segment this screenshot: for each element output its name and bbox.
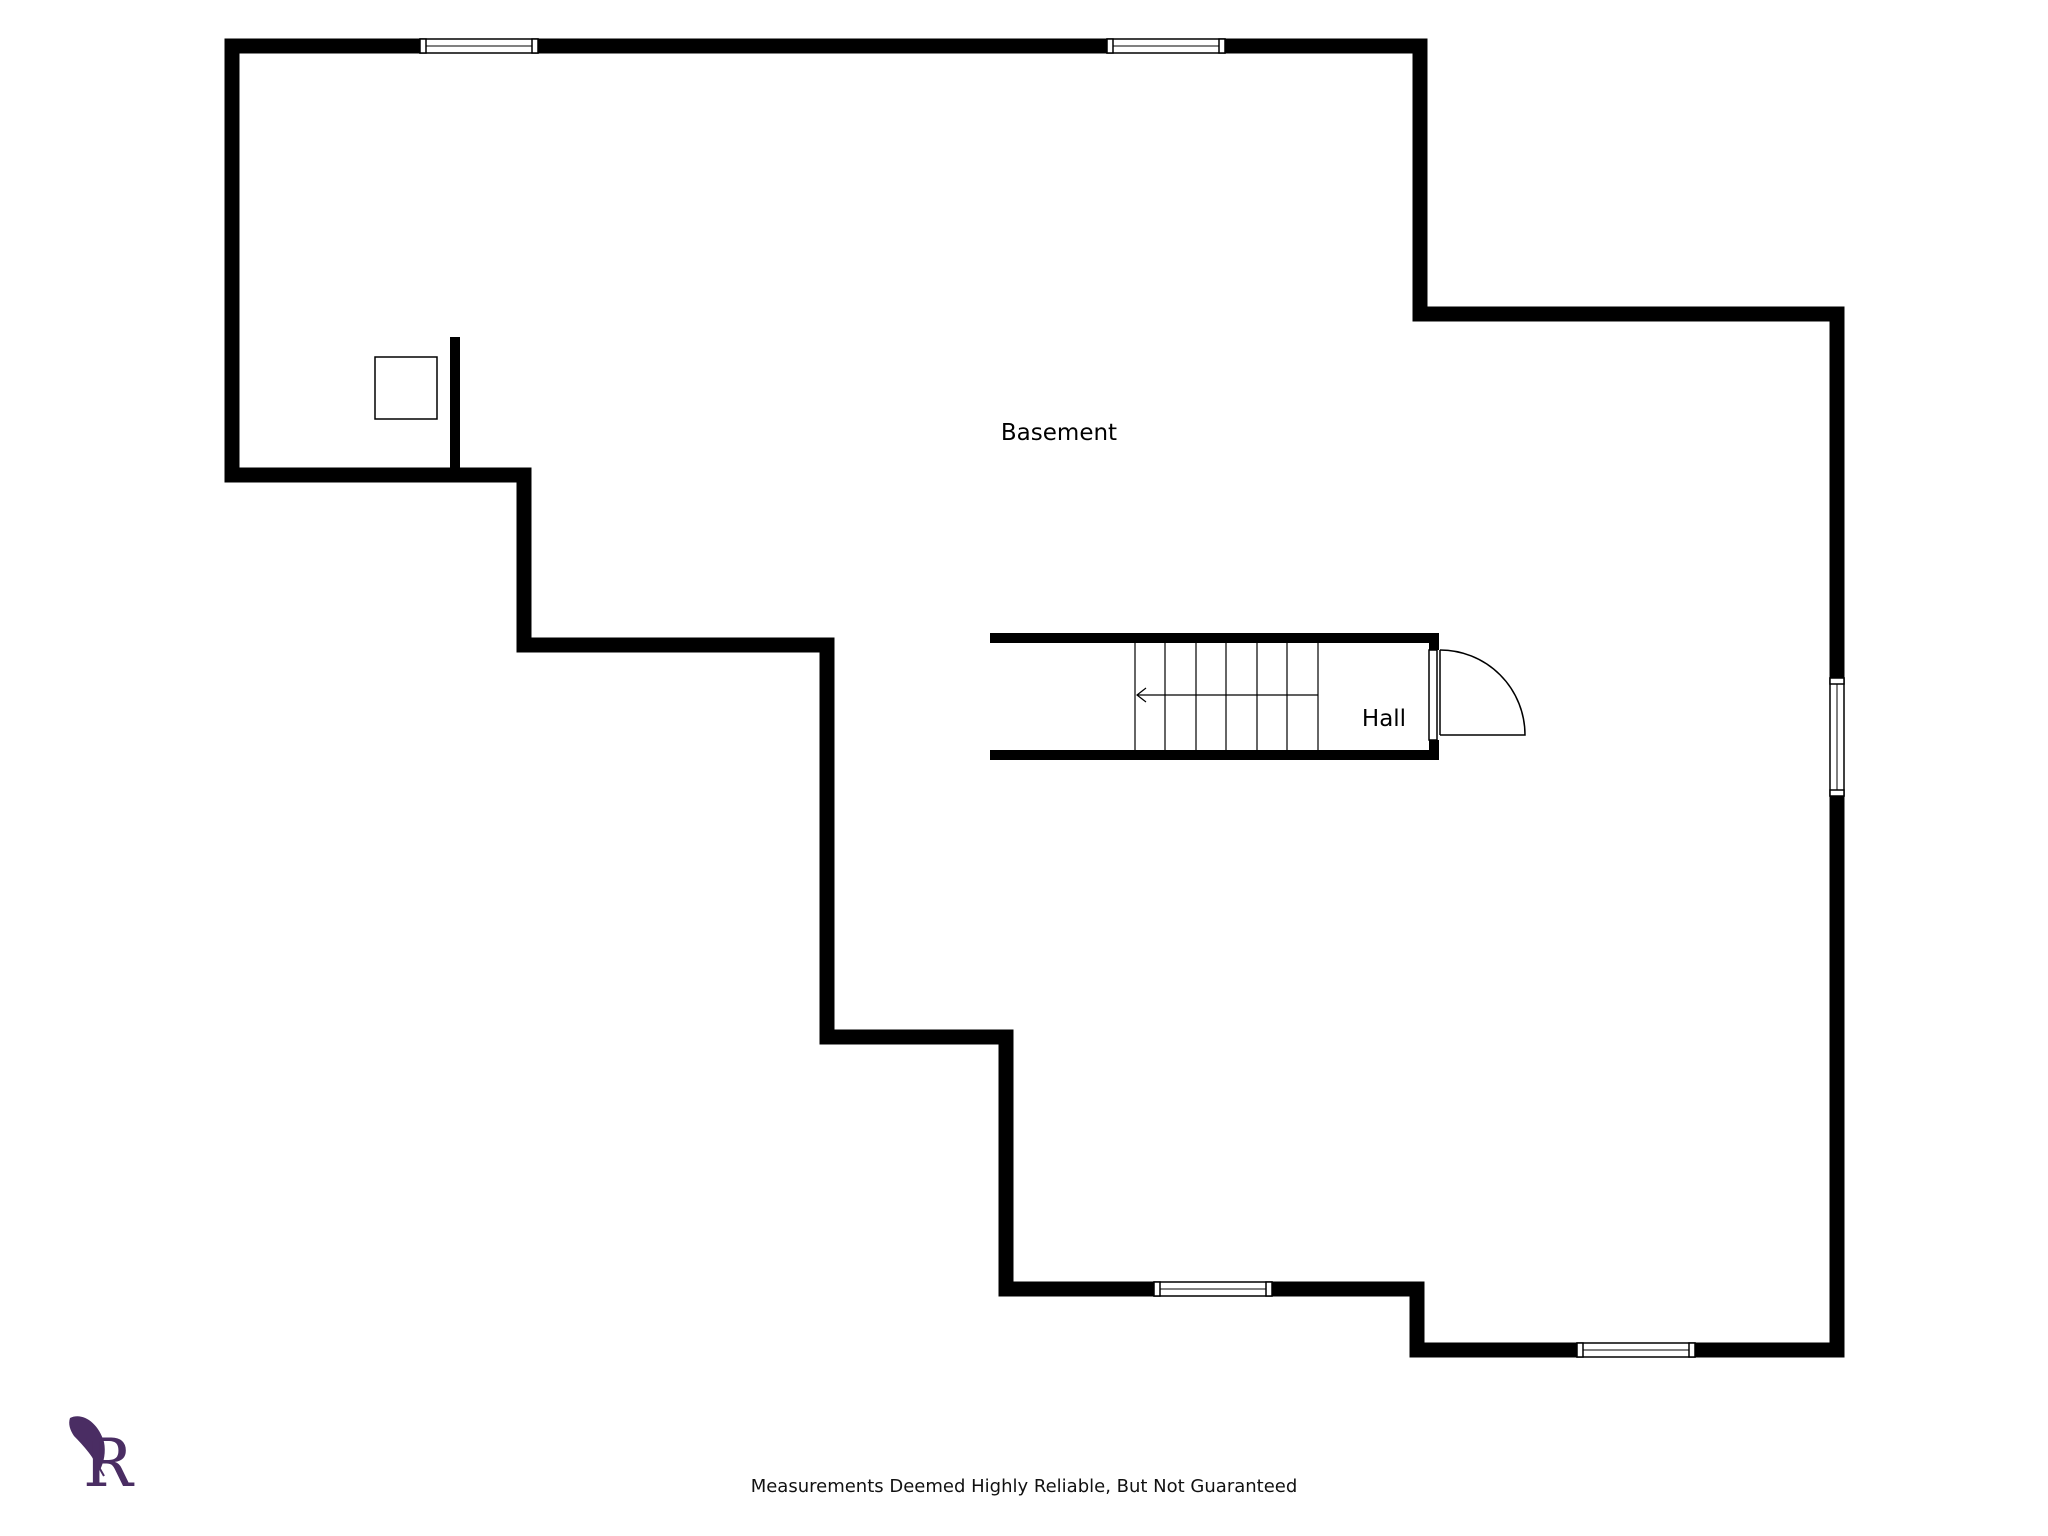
room-label-hall: Hall xyxy=(1362,706,1406,732)
staircase xyxy=(1134,643,1319,750)
window xyxy=(1576,1342,1696,1358)
exterior-wall xyxy=(224,38,1845,1358)
window xyxy=(1106,38,1226,54)
window xyxy=(419,38,539,54)
logo-letter: R xyxy=(83,1425,135,1502)
window xyxy=(1153,1281,1273,1297)
stair-direction-arrow xyxy=(1136,687,1318,703)
room-label-basement: Basement xyxy=(1001,420,1117,446)
disclaimer-note: Measurements Deemed Highly Reliable, But… xyxy=(750,1476,1298,1497)
window xyxy=(1829,677,1845,797)
brand-logo: R xyxy=(69,1416,135,1502)
door xyxy=(1428,649,1526,741)
utility-box xyxy=(374,356,438,420)
